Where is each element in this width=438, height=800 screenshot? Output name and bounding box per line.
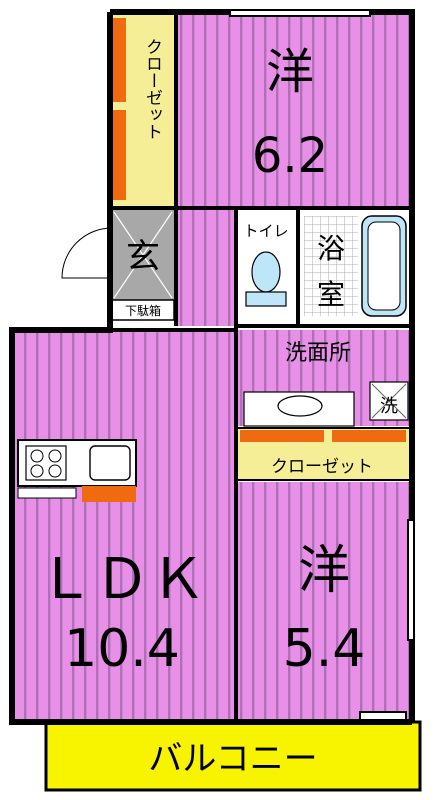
balcony-label: バルコニー	[148, 739, 317, 779]
counter-accent	[82, 486, 136, 502]
bath-label-char-2: 室	[317, 278, 345, 311]
stove-burner-1	[30, 449, 44, 463]
stove-burner-2	[48, 449, 62, 463]
stove-burner-4	[48, 464, 62, 478]
bathtub-inner	[367, 221, 401, 311]
closet-top-shelf-1	[112, 18, 126, 102]
closet-top-label: クローゼット	[142, 38, 162, 140]
bath-label-char-1: 浴	[317, 232, 345, 265]
closet-top-shelf-2	[112, 110, 126, 200]
toilet-tank	[245, 291, 287, 307]
entrance-label: 玄	[126, 237, 160, 277]
closet-mid-shelf-2	[332, 430, 406, 442]
kitchen-sink	[89, 445, 131, 481]
ldk-size: 10.4	[64, 619, 180, 679]
balcony	[44, 720, 422, 792]
closet-mid-label: クローゼット	[271, 457, 373, 477]
windows	[229, 9, 415, 721]
western-top-label: 洋	[266, 44, 314, 100]
closet-mid-shelf-1	[240, 430, 324, 442]
western-room-bottom	[238, 482, 410, 722]
washroom-label: 洗面所	[285, 341, 351, 366]
western-top-size: 6.2	[252, 128, 328, 184]
toilet-label: トイレ	[243, 222, 288, 240]
western-bottom-label: 洋	[298, 541, 350, 601]
fridge-space	[17, 487, 77, 499]
toilet-bowl	[251, 251, 281, 293]
ldk-upper-pad	[80, 386, 234, 440]
washer-label: 洗	[380, 396, 398, 417]
ldk-label: ＬＤＫ	[38, 547, 206, 612]
western-room-top	[178, 14, 410, 210]
western-bottom-size: 5.4	[283, 619, 366, 679]
entrance-floor-cross	[113, 211, 173, 299]
vanity-basin	[277, 395, 323, 417]
shoe-storage-label: 下駄箱	[125, 303, 161, 318]
washer-cross	[371, 383, 407, 419]
bath-floor	[304, 216, 358, 316]
walls	[9, 9, 415, 725]
hallway	[178, 210, 236, 326]
entry-door-swing	[61, 227, 113, 279]
stove-burner-3	[30, 464, 44, 478]
